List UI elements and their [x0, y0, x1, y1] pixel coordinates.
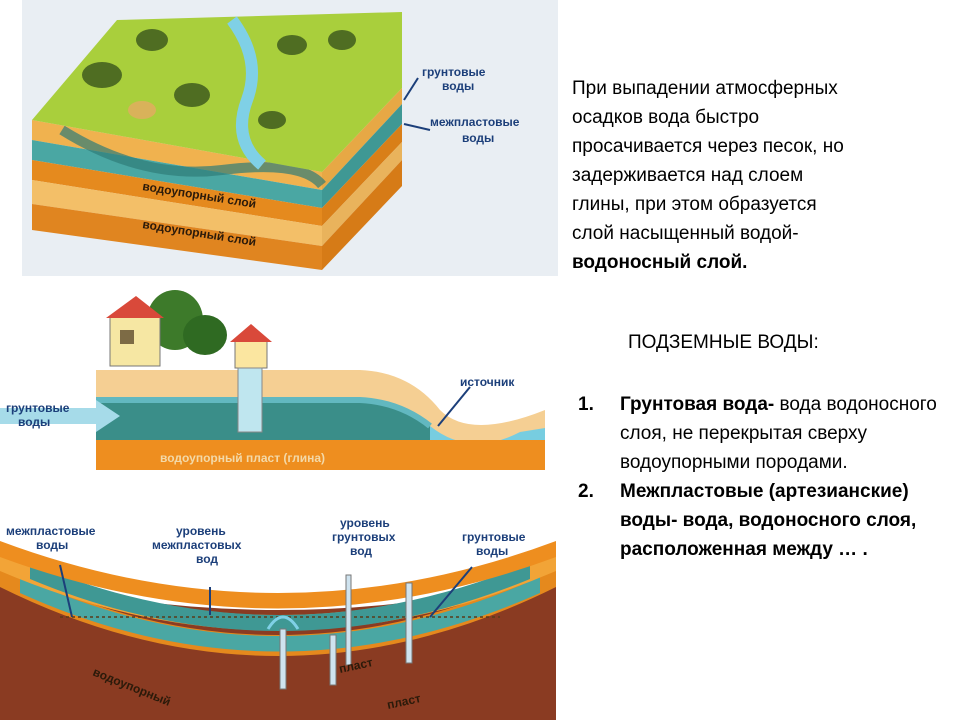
label-ground-water-1: грунтовые: [422, 65, 486, 79]
intro-text-block: При выпадении атмосферных осадков вода б…: [572, 74, 932, 277]
intro-line-5: глины, при этом образуется: [572, 194, 817, 215]
label-interlayer-level-2: межпластовых: [152, 538, 242, 552]
intro-line-6: слой насыщенный водой-: [572, 223, 799, 244]
label-spring: источник: [460, 375, 515, 389]
label-interlayer-water-2: воды: [36, 538, 68, 552]
water-types-list: 1. Грунтовая вода- вода водоносного слоя…: [578, 390, 948, 564]
list-definition: вода водоносного слоя, не перекрытая све…: [620, 394, 937, 473]
figure-block-diagram: грунтовые воды межпластовые воды водоупо…: [22, 0, 558, 276]
label-layer-1: пласт: [338, 655, 374, 676]
list-item: 1. Грунтовая вода- вода водоносного слоя…: [578, 390, 948, 477]
label-ground-water-1: грунтовые: [462, 530, 526, 544]
label-ground-water-2: воды: [18, 415, 50, 429]
label-ground-water-2: воды: [476, 544, 508, 558]
label-ground-level-1: уровень: [340, 516, 390, 530]
label-interlayer-water-1: межпластовые: [6, 524, 96, 538]
list-term: Грунтовая вода-: [620, 394, 775, 415]
figure-spring-diagram: грунтовые воды источник водоупорный плас…: [0, 290, 552, 480]
section-title: ПОДЗЕМНЫЕ ВОДЫ:: [628, 332, 819, 353]
label-interlayer-water-2: воды: [462, 131, 494, 145]
intro-bold-term: водоносный слой.: [572, 252, 748, 273]
intro-line-1: При выпадении атмосферных: [572, 78, 838, 99]
label-layer-2: пласт: [386, 691, 422, 712]
label-ground-water-1: грунтовые: [6, 401, 70, 415]
label-interlayer-level-1: уровень: [176, 524, 226, 538]
figure-artesian-diagram: межпластовые воды уровень межпластовых в…: [0, 505, 556, 720]
list-number: 1.: [578, 394, 594, 415]
label-interlayer-water-1: межпластовые: [430, 115, 520, 129]
intro-line-2: осадков вода быстро: [572, 107, 760, 128]
label-interlayer-level-3: вод: [196, 552, 218, 566]
list-number: 2.: [578, 481, 594, 502]
label-ground-water-2: воды: [442, 79, 474, 93]
intro-line-4: задерживается над слоем: [572, 165, 804, 186]
label-ground-level-2: грунтовых: [332, 530, 396, 544]
label-aquitard-clay: водоупорный пласт (глина): [160, 451, 325, 465]
intro-line-3: просачивается через песок, но: [572, 136, 844, 157]
list-item: 2. Межпластовые (артезианские) воды- вод…: [578, 477, 948, 564]
label-ground-level-3: вод: [350, 544, 372, 558]
list-term: Межпластовые (артезианские) воды- вода, …: [620, 481, 917, 560]
